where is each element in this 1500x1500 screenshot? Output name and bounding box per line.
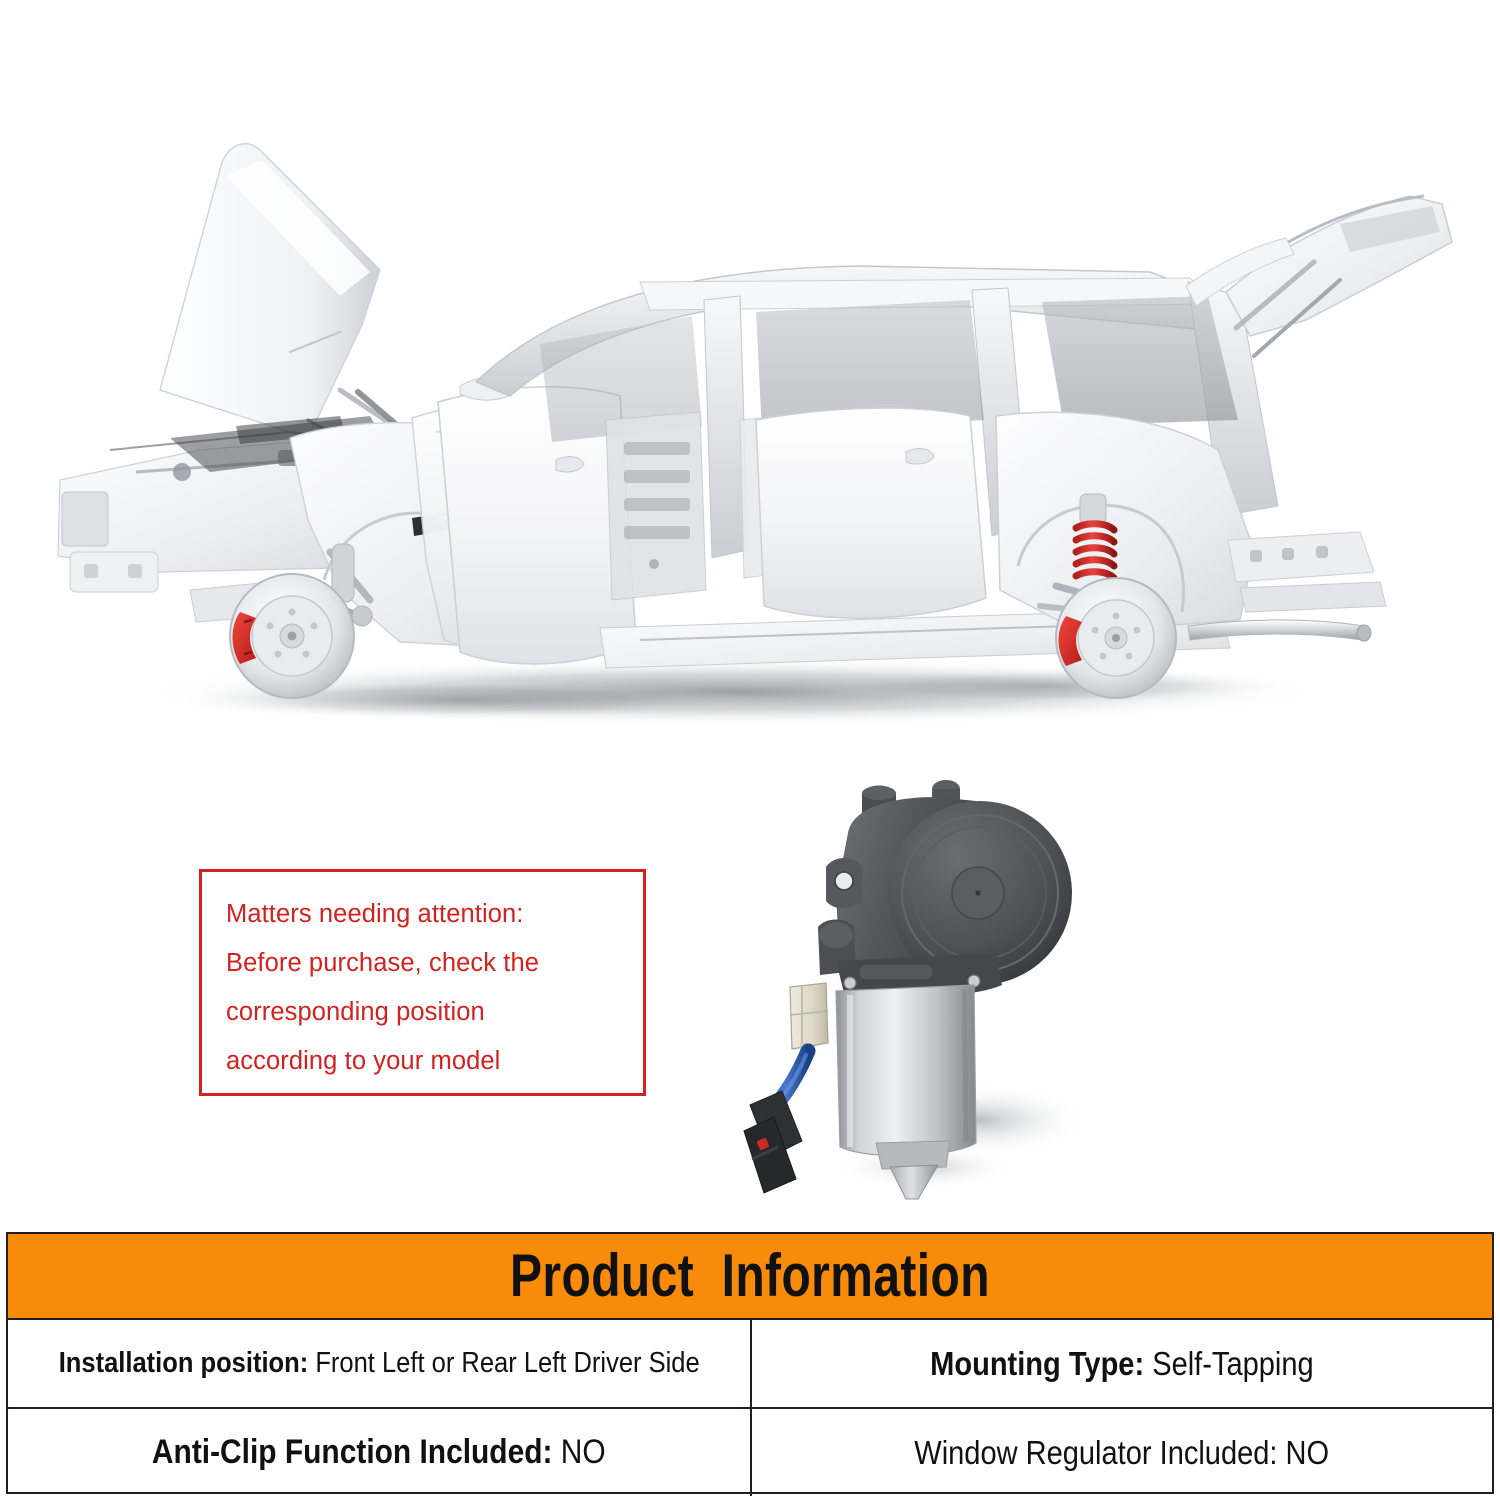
window-regulator-value: NO bbox=[1285, 1433, 1330, 1471]
motor-wire-harness bbox=[743, 1043, 816, 1194]
rear-door-window bbox=[756, 300, 984, 432]
window-openings bbox=[540, 296, 1238, 442]
rear-door-panel bbox=[755, 407, 987, 619]
installation-position-value: Front Left or Rear Left Driver Side bbox=[315, 1347, 700, 1379]
window-regulator-text: Window Regulator Included: NO bbox=[915, 1434, 1330, 1472]
installation-position-label: Installation position: bbox=[58, 1347, 309, 1379]
quarter-window bbox=[1042, 296, 1238, 426]
installation-position-cell: Installation position: Front Left or Rea… bbox=[8, 1320, 752, 1407]
window-regulator-label: Window Regulator Included: bbox=[914, 1433, 1278, 1471]
attention-line-4: according to your model bbox=[226, 1047, 501, 1075]
open-liftgate bbox=[1185, 194, 1453, 358]
installation-position-text: Installation position: Front Left or Rea… bbox=[59, 1347, 700, 1380]
anti-clip-function-text: Anti-Clip Function Included: NO bbox=[152, 1433, 606, 1472]
mounting-type-value: Self-Tapping bbox=[1152, 1344, 1314, 1382]
rear-quarter-panel bbox=[995, 411, 1255, 633]
anti-clip-function-cell: Anti-Clip Function Included: NO bbox=[8, 1409, 752, 1496]
attention-line-1: Matters needing attention: bbox=[226, 900, 524, 928]
mounting-type-label: Mounting Type: bbox=[930, 1344, 1145, 1382]
anti-clip-function-value: NO bbox=[560, 1433, 606, 1471]
attention-notice-box: Matters needing attention: Before purcha… bbox=[199, 869, 646, 1096]
product-information-table: Product Information Installation positio… bbox=[6, 1232, 1494, 1496]
motor-gearbox-housing bbox=[818, 780, 1072, 999]
attention-line-3: corresponding position bbox=[226, 998, 485, 1026]
mounting-type-text: Mounting Type: Self-Tapping bbox=[930, 1345, 1314, 1383]
rear-wheel bbox=[1055, 577, 1177, 699]
liftgate-window bbox=[1340, 206, 1440, 252]
front-brake-caliper bbox=[232, 612, 256, 664]
table-row: Anti-Clip Function Included: NO Window R… bbox=[8, 1409, 1492, 1496]
front-wheel bbox=[229, 573, 355, 699]
attention-line-2: Before purchase, check the bbox=[226, 949, 540, 977]
mounting-type-cell: Mounting Type: Self-Tapping bbox=[752, 1320, 1492, 1407]
rear-brake-caliper bbox=[1058, 616, 1082, 666]
product-information-title: Product Information bbox=[509, 1242, 990, 1309]
front-door-window bbox=[540, 316, 702, 442]
anti-clip-function-label: Anti-Clip Function Included: bbox=[152, 1433, 553, 1471]
window-lift-motor-photo bbox=[740, 775, 1100, 1200]
open-hood bbox=[159, 143, 421, 458]
table-row: Installation position: Front Left or Rea… bbox=[8, 1320, 1492, 1409]
vehicle-cutaway-illustration bbox=[40, 120, 1460, 740]
connector-plug bbox=[743, 1090, 803, 1194]
exhaust-pipe bbox=[1187, 619, 1365, 641]
motor-body bbox=[835, 984, 977, 1200]
window-regulator-cell: Window Regulator Included: NO bbox=[752, 1409, 1492, 1496]
rear-chassis-structure bbox=[1187, 531, 1387, 642]
product-information-header: Product Information bbox=[8, 1234, 1492, 1320]
